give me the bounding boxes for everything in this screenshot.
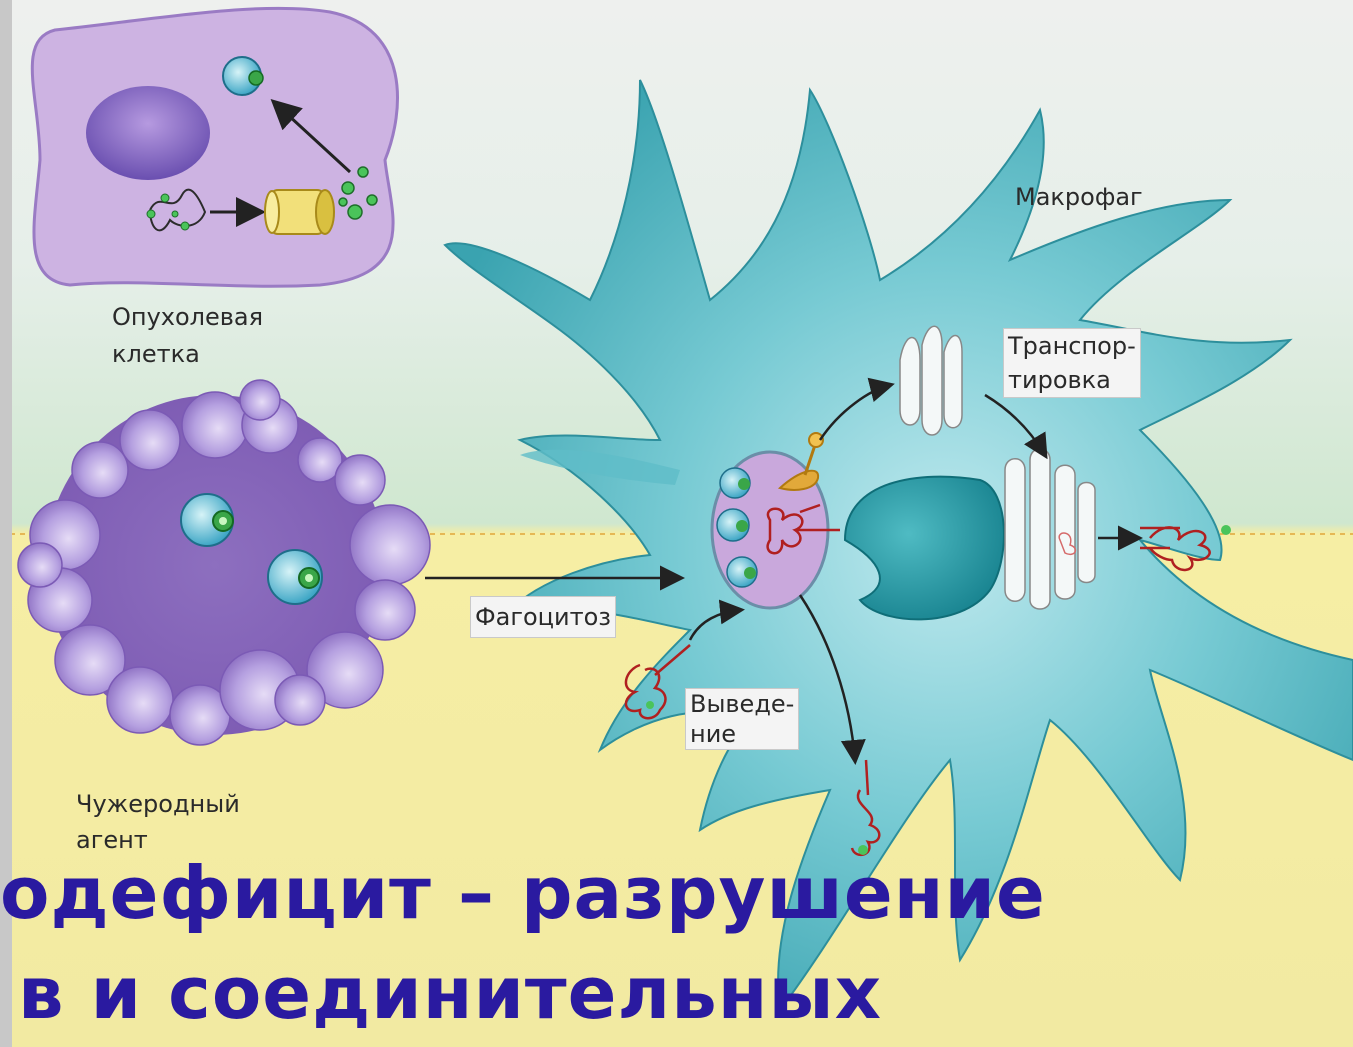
overlay-title-line1: одефицит – разрушение [0, 850, 1046, 936]
proteasome-icon [265, 190, 334, 234]
label-macrophage: Макрофаг [1015, 183, 1143, 212]
macrophage-nucleus [845, 477, 1004, 620]
tumor-nucleus [86, 86, 210, 180]
label-excretion-line2: ние [690, 719, 794, 749]
label-tumor-cell-line2: клетка [112, 340, 200, 369]
endoplasmic-reticulum-icon [900, 326, 962, 435]
label-tumor-cell-line1: Опухолевая [112, 303, 263, 332]
peptide-dot [1221, 525, 1231, 535]
label-transport: Транспор- тировка [1003, 328, 1141, 398]
antigen-complex-icon [181, 494, 233, 546]
label-transport-line2: тировка [1008, 363, 1136, 397]
label-excretion: Выведе- ние [685, 688, 799, 750]
label-foreign-agent-line1: Чужеродный [76, 790, 240, 819]
tumor-cell [32, 8, 397, 286]
peptide-dot [646, 701, 654, 709]
label-transport-line1: Транспор- [1008, 329, 1136, 363]
label-phagocytosis: Фагоцитоз [470, 596, 616, 638]
label-excretion-line1: Выведе- [690, 689, 794, 719]
overlay-title-line2: в и соединительных [18, 950, 882, 1036]
antigen-complex-icon [268, 550, 322, 604]
